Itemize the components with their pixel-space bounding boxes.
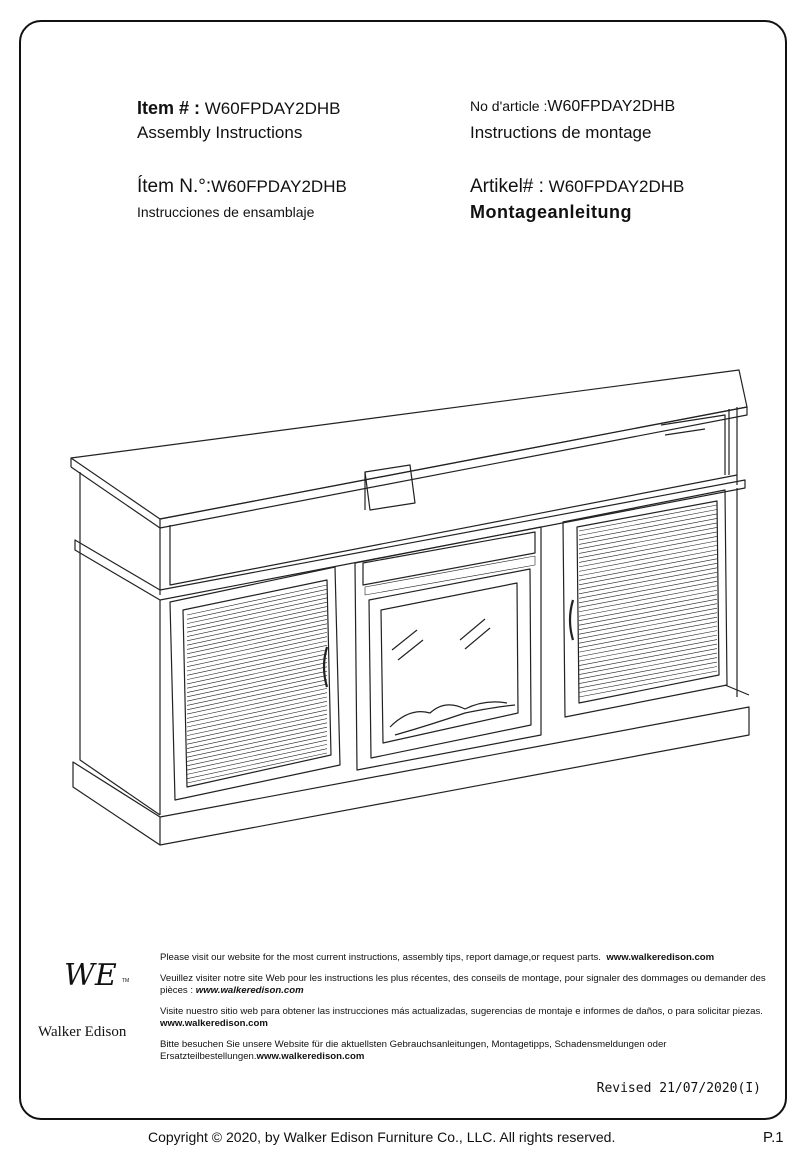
footer-de: Bitte besuchen Sie unsere Website für di… [160,1039,667,1062]
copyright-notice: Copyright © 2020, by Walker Edison Furni… [148,1129,616,1145]
fireplace-tv-stand-illustration: /* placeholder to keep structure */ [70,369,750,846]
website-link-de[interactable]: www.walkeredison.com [256,1051,365,1062]
item-number-de: Artikel# : W60FPDAY2DHB [470,176,685,197]
page-number: P.1 [763,1129,784,1146]
footer-fr: Veuillez visiter notre site Web pour les… [160,973,766,996]
item-number-fr: No d'article :W60FPDAY2DHB [470,98,676,115]
footer-en: Please visit our website for the most cu… [160,952,715,963]
website-link-en[interactable]: www.walkeredison.com [606,952,715,963]
title-fr: Instructions de montage [470,123,652,142]
item-number-en: Item # : W60FPDAY2DHB [137,98,341,118]
logo-brand: Walker Edison [38,1024,127,1040]
page-border [19,20,787,1120]
title-de: Montageanleitung [470,202,632,222]
revised-date: Revised 21/07/2020(I) [596,1081,761,1096]
walker-edison-logo: WE TM Walker Edison [38,958,146,1048]
logo-tm: TM [122,978,130,984]
title-es: Instrucciones de ensamblaje [137,204,315,220]
website-link-fr[interactable]: www.walkeredison.com [195,985,304,996]
logo-mark: WE [64,958,117,993]
website-link-es[interactable]: www.walkeredison.com [160,1018,268,1029]
item-number-es: Ítem N.°:W60FPDAY2DHB [137,176,347,197]
footer-es: Visite nuestro sitio web para obtener la… [160,1006,763,1029]
title-en: Assembly Instructions [137,123,303,142]
